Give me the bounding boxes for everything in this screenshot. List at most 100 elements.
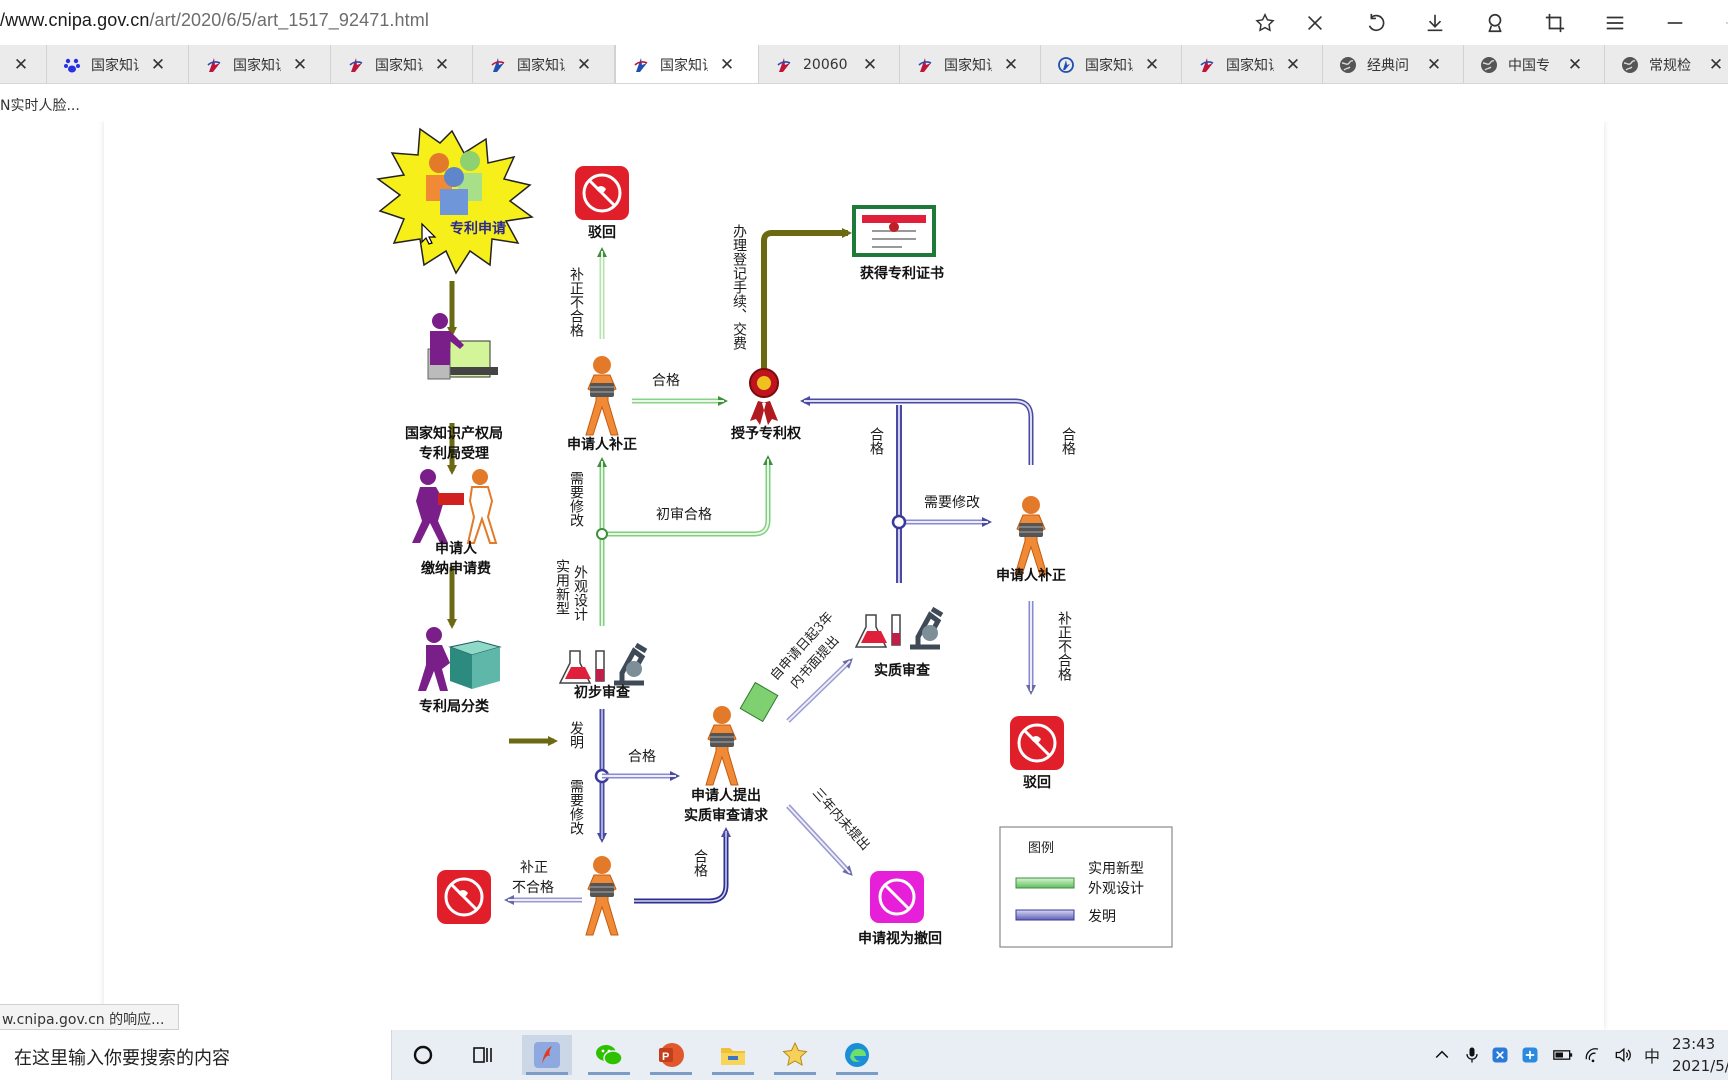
edge-label-fail-bottom-2: 不合格: [512, 880, 554, 896]
edge-label-design: 外观设计: [572, 565, 588, 621]
account-icon[interactable]: [1480, 8, 1510, 38]
globe-favicon-icon: [1621, 56, 1639, 74]
node-reject-bottom: [435, 868, 493, 926]
edge-labels: 补正不合格 办理登记手续、交费 合格 需要修改 初审合格 外观设计 实用新型 合…: [512, 224, 1076, 896]
taskbar-search[interactable]: 在这里输入你要搜索的内容: [0, 1030, 392, 1080]
taskbar-app-1-icon[interactable]: [522, 1035, 572, 1075]
globe-favicon-icon: [1480, 56, 1498, 74]
edge-label-pass-bottom-2: 合格: [692, 849, 708, 877]
powerpoint-icon[interactable]: P: [646, 1035, 696, 1075]
clock-date: 2021/5/: [1672, 1057, 1728, 1075]
tray-chevron-up-icon[interactable]: [1430, 1042, 1454, 1068]
node-apply-label: 专利申请: [450, 220, 506, 237]
edge-label-utility: 实用新型: [554, 559, 570, 615]
node-fee-label-2: 缴纳申请费: [421, 560, 491, 577]
crop-icon[interactable]: [1540, 8, 1570, 38]
cnipa-favicon-icon: [347, 56, 365, 74]
bookmark-star-icon[interactable]: [1250, 8, 1280, 38]
legend: 图例 实用新型 外观设计 发明: [999, 826, 1173, 948]
tab-title: 常规检: [1649, 57, 1691, 74]
cnipa-favicon-icon: [489, 56, 507, 74]
legend-green-label-2: 外观设计: [1088, 881, 1144, 897]
node-prelim: 初步审查: [560, 645, 646, 701]
edge-label-pass-right: 合格: [868, 427, 884, 455]
node-correct-top: 申请人补正: [567, 355, 637, 453]
stop-icon[interactable]: [1300, 8, 1330, 38]
tab-item[interactable]: 常规检 ✕: [1605, 45, 1728, 83]
cortana-icon[interactable]: [398, 1035, 448, 1075]
node-reject-top: 驳回: [573, 164, 631, 241]
edge-label-prelim-pass: 初审合格: [656, 506, 712, 523]
microphone-icon[interactable]: [1460, 1042, 1484, 1068]
edge-label-notwithin3: 三年内未提出: [809, 785, 873, 854]
close-tab-icon[interactable]: ✕: [576, 54, 592, 75]
edge-label-need-modify-2: 需要修改: [924, 495, 980, 511]
page-content: 专利申请 国家知识产权局 专利局受理 申请人 缴纳申请费 专利局分类: [0, 121, 1728, 1030]
tab-title: 国家知识产权局: [1085, 57, 1133, 74]
file-explorer-icon[interactable]: [708, 1035, 758, 1075]
url-field[interactable]: /www.cnipa.gov.cn/art/2020/6/5/art_1517_…: [0, 10, 429, 31]
task-view-icon[interactable]: [458, 1035, 508, 1075]
edge-label-invention: 发明: [568, 721, 584, 750]
wifi-icon[interactable]: [1580, 1042, 1606, 1068]
edge-label-fail-top: 补正不合格: [568, 267, 584, 337]
close-tab-icon[interactable]: ✕: [13, 54, 29, 75]
system-clock[interactable]: 23:43 2021/5/: [1672, 1033, 1728, 1077]
close-tab-icon[interactable]: ✕: [1285, 54, 1301, 75]
taskbar: 在这里输入你要搜索的内容 P 中 23:43: [0, 1030, 1728, 1080]
cnipa-favicon-icon: [632, 56, 650, 74]
close-tab-icon[interactable]: ✕: [434, 54, 450, 75]
tab-item[interactable]: ✕: [0, 45, 47, 83]
undo-icon[interactable]: [1360, 8, 1390, 38]
tab-item[interactable]: 国家知识产权局 ✕: [900, 45, 1041, 83]
tab-item[interactable]: 20060 ✕: [759, 45, 900, 83]
tab-item[interactable]: 国家知识产权局 ✕: [1041, 45, 1182, 83]
close-tab-icon[interactable]: ✕: [1003, 54, 1019, 75]
download-icon[interactable]: [1420, 8, 1450, 38]
flow-left-column: [447, 228, 852, 746]
ime-indicator[interactable]: 中: [1643, 1047, 1660, 1066]
edge-browser-icon[interactable]: [832, 1035, 882, 1075]
tab-item[interactable]: 经典问 ✕: [1323, 45, 1464, 83]
close-tab-icon[interactable]: ✕: [862, 54, 878, 75]
tab-item[interactable]: 国家知识产权局 ✕: [189, 45, 331, 83]
tab-title: 经典问: [1367, 57, 1409, 74]
close-tab-icon[interactable]: ✕: [150, 54, 166, 75]
address-bar: /www.cnipa.gov.cn/art/2020/6/5/art_1517_…: [0, 0, 1728, 45]
legend-blue-label: 发明: [1088, 909, 1116, 925]
legend-green-label-1: 实用新型: [1088, 861, 1144, 877]
node-correct-right-label: 申请人补正: [996, 567, 1066, 584]
tray-app-blue-icon[interactable]: [1488, 1042, 1512, 1068]
node-request-label-2: 实质审查请求: [684, 807, 769, 824]
close-tab-icon[interactable]: ✕: [1144, 54, 1160, 75]
close-tab-icon[interactable]: ✕: [292, 54, 308, 75]
minimize-icon[interactable]: [1660, 8, 1690, 38]
close-tab-icon[interactable]: ✕: [719, 55, 735, 75]
bookmark-item[interactable]: N实时人脸...: [0, 98, 80, 114]
volume-icon[interactable]: [1610, 1042, 1636, 1068]
close-tab-icon[interactable]: ✕: [1567, 54, 1583, 75]
tab-item[interactable]: 国家知识产权局 ✕: [473, 45, 615, 83]
cnipa-favicon-icon: [775, 56, 793, 74]
cnipa-favicon-icon: [205, 56, 223, 74]
tray-app-blue-2-icon[interactable]: [1518, 1042, 1542, 1068]
node-prelim-label: 初步审查: [574, 684, 631, 701]
taskbar-star-app-icon[interactable]: [770, 1035, 820, 1075]
node-apply: 专利申请: [376, 127, 534, 275]
tab-item[interactable]: 国家知识产权局 ✕: [47, 45, 189, 83]
tab-item[interactable]: 国家知识产权局 ✕: [331, 45, 473, 83]
maximize-icon[interactable]: [1712, 8, 1728, 38]
tab-item[interactable]: 国家知识产权局 ✕: [1182, 45, 1323, 83]
wechat-icon[interactable]: [584, 1035, 634, 1075]
battery-icon[interactable]: [1550, 1042, 1576, 1068]
menu-icon[interactable]: [1600, 8, 1630, 38]
node-cert-label: 获得专利证书: [860, 265, 944, 282]
node-substantive-label: 实质审查: [874, 662, 931, 679]
tab-item[interactable]: 中国专 ✕: [1464, 45, 1605, 83]
tab-item-active[interactable]: 国家知识产权局 ✕: [615, 45, 759, 83]
edge-label-pass-bottom: 合格: [628, 749, 656, 765]
close-tab-icon[interactable]: ✕: [1426, 54, 1442, 75]
node-accept-label-2: 专利局受理: [419, 445, 489, 462]
close-tab-icon[interactable]: ✕: [1708, 54, 1724, 75]
node-request: 申请人提出 实质审查请求: [684, 681, 779, 824]
